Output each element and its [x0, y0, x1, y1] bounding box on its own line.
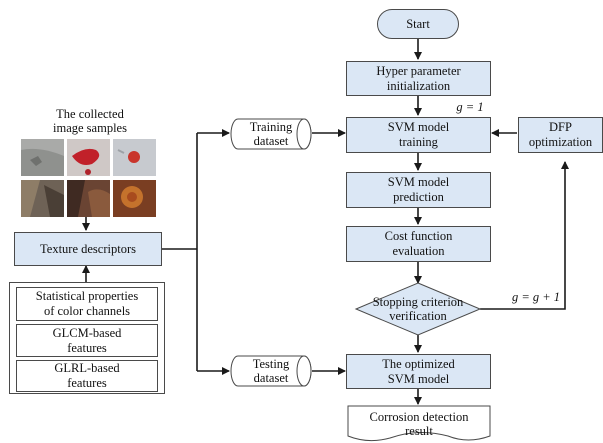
start-node: Start: [377, 9, 459, 39]
g-initial-label: g = 1: [456, 100, 484, 114]
glrl-features-box: GLRL-based features: [16, 360, 158, 392]
texture-descriptors-box: Texture descriptors: [14, 232, 162, 266]
cost-evaluation-box: Cost function evaluation: [346, 226, 491, 262]
hyper-parameter-box: Hyper parameter initialization: [346, 61, 491, 96]
sample-images: [21, 139, 156, 217]
glcm-features-box: GLCM-based features: [16, 324, 158, 357]
stopping-diamond: [354, 282, 482, 336]
testing-dataset-cylinder: [230, 355, 312, 387]
svm-training-box: SVM model training: [346, 117, 491, 153]
g-update-label: g = g + 1: [511, 290, 561, 304]
samples-title: The collected image samples: [53, 107, 127, 135]
training-dataset-cylinder: [230, 118, 312, 150]
svm-prediction-box: SVM model prediction: [346, 172, 491, 208]
statistical-properties-box: Statistical properties of color channels: [16, 287, 158, 321]
training-dataset-label: Training dataset: [249, 120, 293, 148]
arrow-stopping-dfp: [480, 161, 569, 310]
result-label: Corrosion detection result: [369, 410, 469, 438]
dfp-box: DFP optimization: [518, 117, 603, 153]
result-document-shape: [347, 405, 491, 442]
stopping-label: Stopping criterion verification: [372, 295, 464, 323]
testing-dataset-label: Testing dataset: [252, 357, 290, 385]
optimized-model-box: The optimized SVM model: [346, 354, 491, 389]
